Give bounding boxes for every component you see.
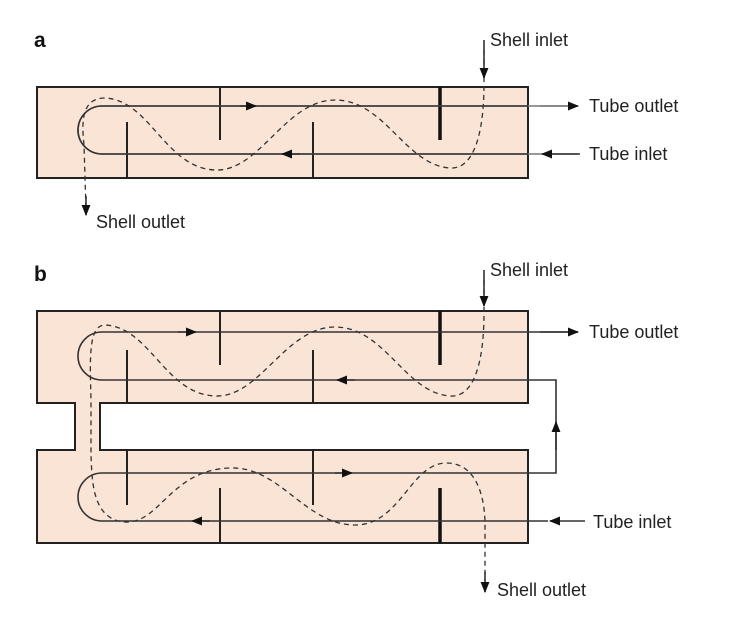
panel-b-letter: b: [34, 263, 47, 286]
panel-a-tube-inlet-label: Tube inlet: [589, 144, 667, 164]
panel-a-tube-path-inner: [77, 105, 528, 155]
panel-a: a Shell inlet Tube outlet Tube inlet She…: [34, 29, 678, 232]
panel-b-shell-inlet-label: Shell inlet: [490, 260, 568, 280]
panel-a-letter: a: [34, 29, 46, 52]
panel-a-shell: [36, 86, 529, 179]
panel-b: b Shell inlet Tube outlet Tube inlet: [34, 260, 678, 600]
panel-b-tube-inlet-label: Tube inlet: [593, 512, 671, 532]
panel-a-shell-inlet-label: Shell inlet: [490, 30, 568, 50]
panel-a-shell-flow: [82, 50, 485, 211]
panel-b-shell: [36, 310, 529, 544]
panel-b-tube-outlet-label: Tube outlet: [589, 322, 678, 342]
panel-a-tube-outlet-label: Tube outlet: [589, 96, 678, 116]
panel-a-shell-outlet-label: Shell outlet: [96, 212, 185, 232]
panel-b-shell-outlet-label: Shell outlet: [497, 580, 586, 600]
